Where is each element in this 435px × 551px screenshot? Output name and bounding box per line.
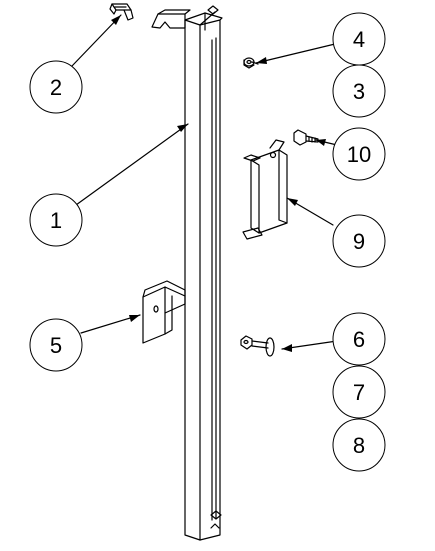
callout-8: 8 [332, 418, 386, 472]
callout-7-label: 7 [353, 380, 365, 405]
part-9-bracket [242, 139, 288, 240]
callout-5: 5 [29, 318, 83, 372]
part-6-bolt [240, 335, 275, 357]
part-4-nut [243, 57, 259, 69]
callout-7: 7 [332, 365, 386, 419]
callout-9-label: 9 [353, 229, 365, 254]
callout-4-label: 4 [353, 27, 365, 52]
callout-6: 6 [332, 312, 386, 366]
part-10-screw [293, 129, 319, 146]
callout-1-label: 1 [50, 208, 62, 233]
part-2-pin [109, 3, 134, 21]
callout-3: 3 [332, 64, 386, 118]
callout-5-label: 5 [50, 333, 62, 358]
callout-balloons: 2 1 5 4 3 10 9 [29, 12, 386, 472]
callout-4: 4 [332, 12, 386, 66]
leader-lines [71, 14, 338, 350]
callout-10-label: 10 [347, 142, 371, 167]
callout-9: 9 [332, 214, 386, 268]
part-1-vertical-post [151, 5, 223, 541]
callout-6-label: 6 [353, 327, 365, 352]
leader-arrowheads [111, 15, 326, 352]
callout-8-label: 8 [353, 433, 365, 458]
part-5-angle-bracket [142, 280, 186, 344]
callout-2-label: 2 [50, 75, 62, 100]
callout-10: 10 [332, 127, 386, 181]
callout-2: 2 [29, 60, 83, 114]
callout-3-label: 3 [353, 79, 365, 104]
callout-1: 1 [29, 193, 83, 247]
